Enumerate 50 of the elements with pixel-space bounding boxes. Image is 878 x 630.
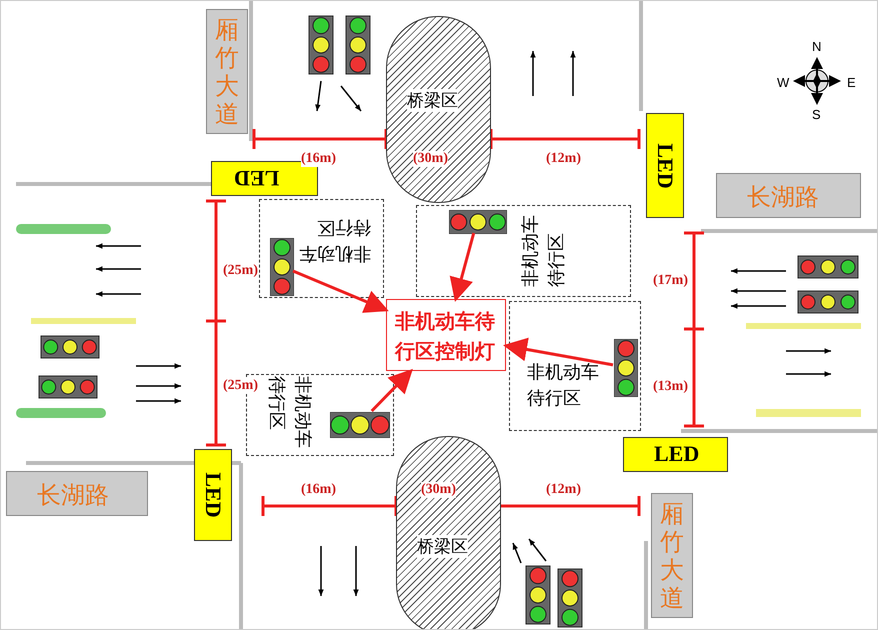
led-sign	[646, 113, 684, 218]
compass-letter: S	[812, 107, 821, 122]
sign-text: LED	[654, 441, 700, 467]
road-name-sign	[651, 493, 693, 618]
led-sign	[194, 449, 232, 541]
arrow	[292, 270, 389, 313]
dimension-label: (13m)	[653, 379, 688, 395]
road-name: 厢竹大道	[215, 16, 240, 128]
dimension-label: (25m)	[223, 378, 258, 394]
zone-label: 非机动车待行区	[527, 361, 600, 411]
dimension-label: (25m)	[223, 263, 258, 279]
arrow	[370, 368, 413, 412]
sign-text: LED	[234, 165, 280, 191]
road-name-sign	[206, 9, 248, 134]
traffic-light-icon	[330, 412, 390, 438]
sign-text: LED	[200, 472, 226, 518]
zone-label: 桥梁区	[417, 535, 468, 558]
traffic-light-icon	[270, 238, 294, 296]
bridge-zone	[396, 436, 501, 629]
zone-label: 非机动车待行区	[518, 214, 568, 287]
road-name: 长湖路	[37, 480, 109, 511]
zone-label: 非机动车待行区	[298, 216, 371, 266]
dimension-label: (30m)	[413, 151, 448, 167]
road-name-sign	[716, 173, 861, 218]
waiting-zone	[509, 301, 641, 431]
zone-label: 非机动车待行区	[264, 376, 314, 450]
box-label: 非机动车待行区控制灯	[395, 308, 496, 365]
compass-letter: N	[812, 39, 822, 54]
led-sign	[623, 437, 728, 472]
arrow	[450, 232, 476, 302]
traffic-light-icon	[614, 339, 638, 397]
waiting-zone	[416, 205, 631, 297]
dimension-label: (16m)	[301, 151, 336, 167]
dimension-label: (12m)	[546, 151, 581, 167]
road-name-sign	[6, 471, 148, 516]
compass-letter: E	[847, 75, 856, 90]
dimension-label: (16m)	[301, 482, 336, 498]
traffic-light-icon	[449, 210, 507, 234]
sign-text: LED	[652, 142, 678, 188]
dimension-label: (30m)	[421, 482, 456, 498]
compass-letter: W	[777, 75, 790, 90]
dimension-label: (12m)	[546, 482, 581, 498]
road-name: 厢竹大道	[660, 500, 685, 612]
dimension-label: (17m)	[653, 273, 688, 289]
road-name: 长湖路	[747, 182, 819, 213]
zone-label: 桥梁区	[407, 89, 458, 112]
bridge-zone	[386, 16, 491, 203]
control-light-box	[386, 299, 506, 371]
waiting-zone	[259, 199, 384, 298]
arrow	[503, 338, 614, 366]
